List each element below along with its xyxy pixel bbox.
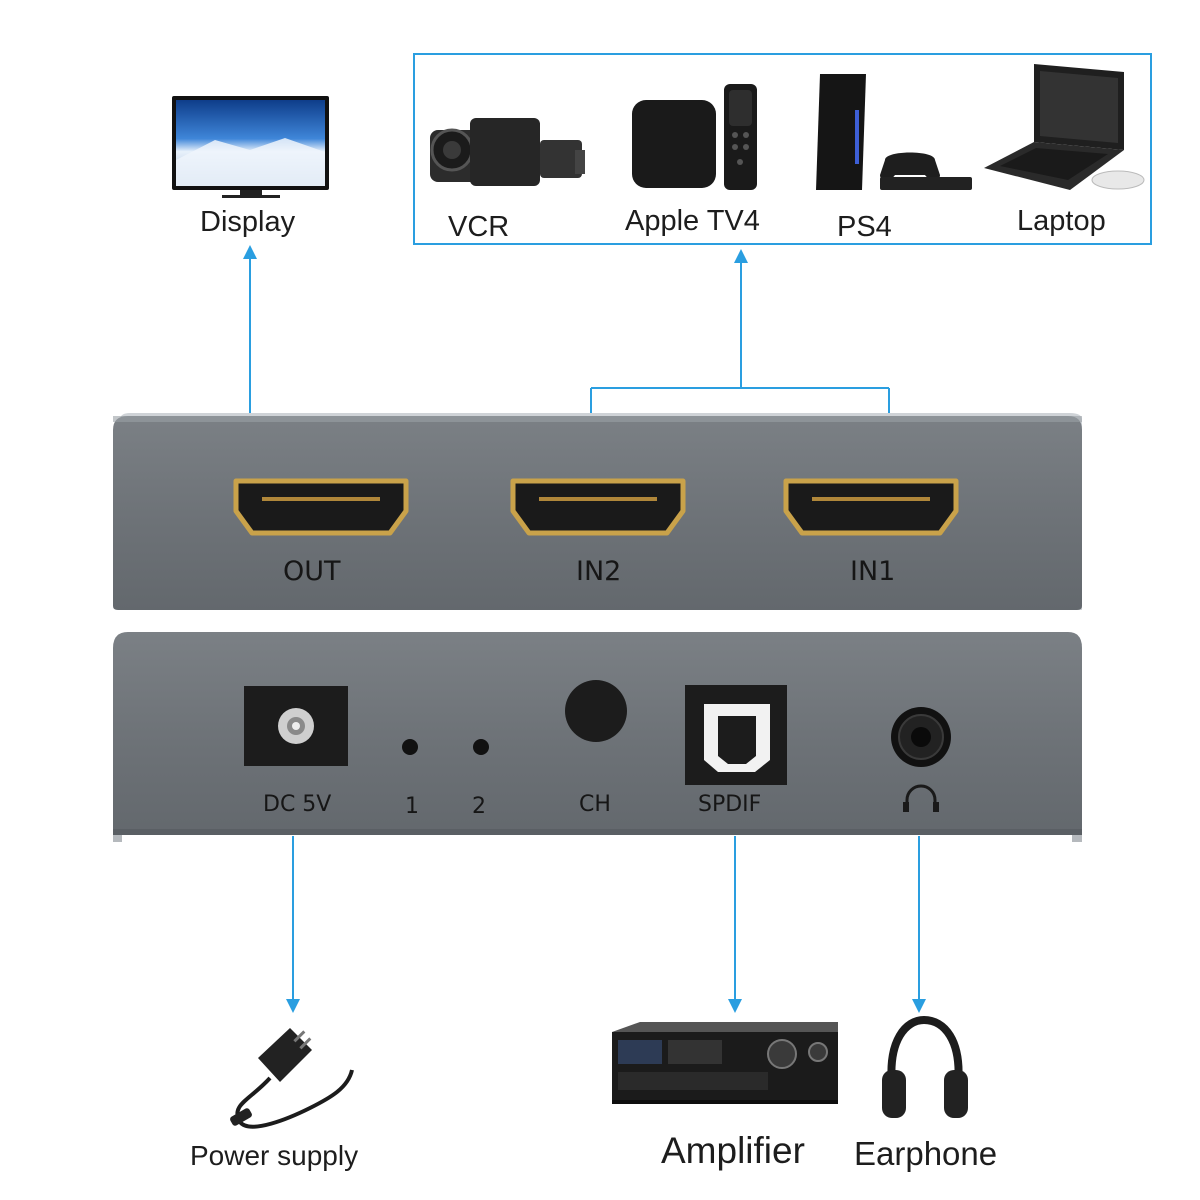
amplifier-label: Amplifier	[661, 1130, 805, 1171]
dc-power-jack	[244, 686, 348, 766]
hdmi-port-out	[233, 478, 409, 536]
port-label-in2: IN2	[576, 556, 622, 587]
tv-monitor-icon	[172, 96, 329, 198]
headphone-jack	[891, 707, 951, 767]
game-console-icon	[816, 74, 972, 190]
earphone-label: Earphone	[854, 1135, 998, 1172]
hdmi-port-in1	[783, 478, 959, 536]
headphone-jack-icon	[903, 784, 939, 812]
hdmi-port-in2	[510, 478, 686, 536]
port-label-out: OUT	[283, 556, 341, 587]
led-1	[402, 739, 418, 755]
apple-tv-icon	[632, 84, 757, 190]
channel-button	[565, 680, 627, 742]
laptop-label: Laptop	[1017, 205, 1106, 237]
power-adapter-icon	[230, 1028, 354, 1129]
camcorder-icon	[430, 118, 585, 186]
source-connector	[590, 249, 890, 420]
amplifier-icon	[612, 1022, 838, 1104]
ch-label: CH	[579, 792, 611, 817]
led2-label: 2	[472, 794, 486, 819]
dc-label: DC 5V	[263, 792, 332, 817]
display-label: Display	[200, 206, 296, 238]
led-2	[473, 739, 489, 755]
ps4-label: PS4	[837, 211, 892, 243]
spdif-label: SPDIF	[698, 792, 762, 817]
led1-label: 1	[405, 794, 419, 819]
apple-tv-label: Apple TV4	[625, 205, 760, 237]
headphones-icon	[882, 1015, 968, 1118]
port-label-in1: IN1	[850, 556, 896, 587]
spdif-port	[685, 685, 787, 785]
source-devices-frame	[413, 53, 1152, 245]
power-supply-label: Power supply	[190, 1140, 359, 1171]
laptop-icon	[984, 64, 1145, 190]
camcorder-label: VCR	[448, 211, 510, 243]
